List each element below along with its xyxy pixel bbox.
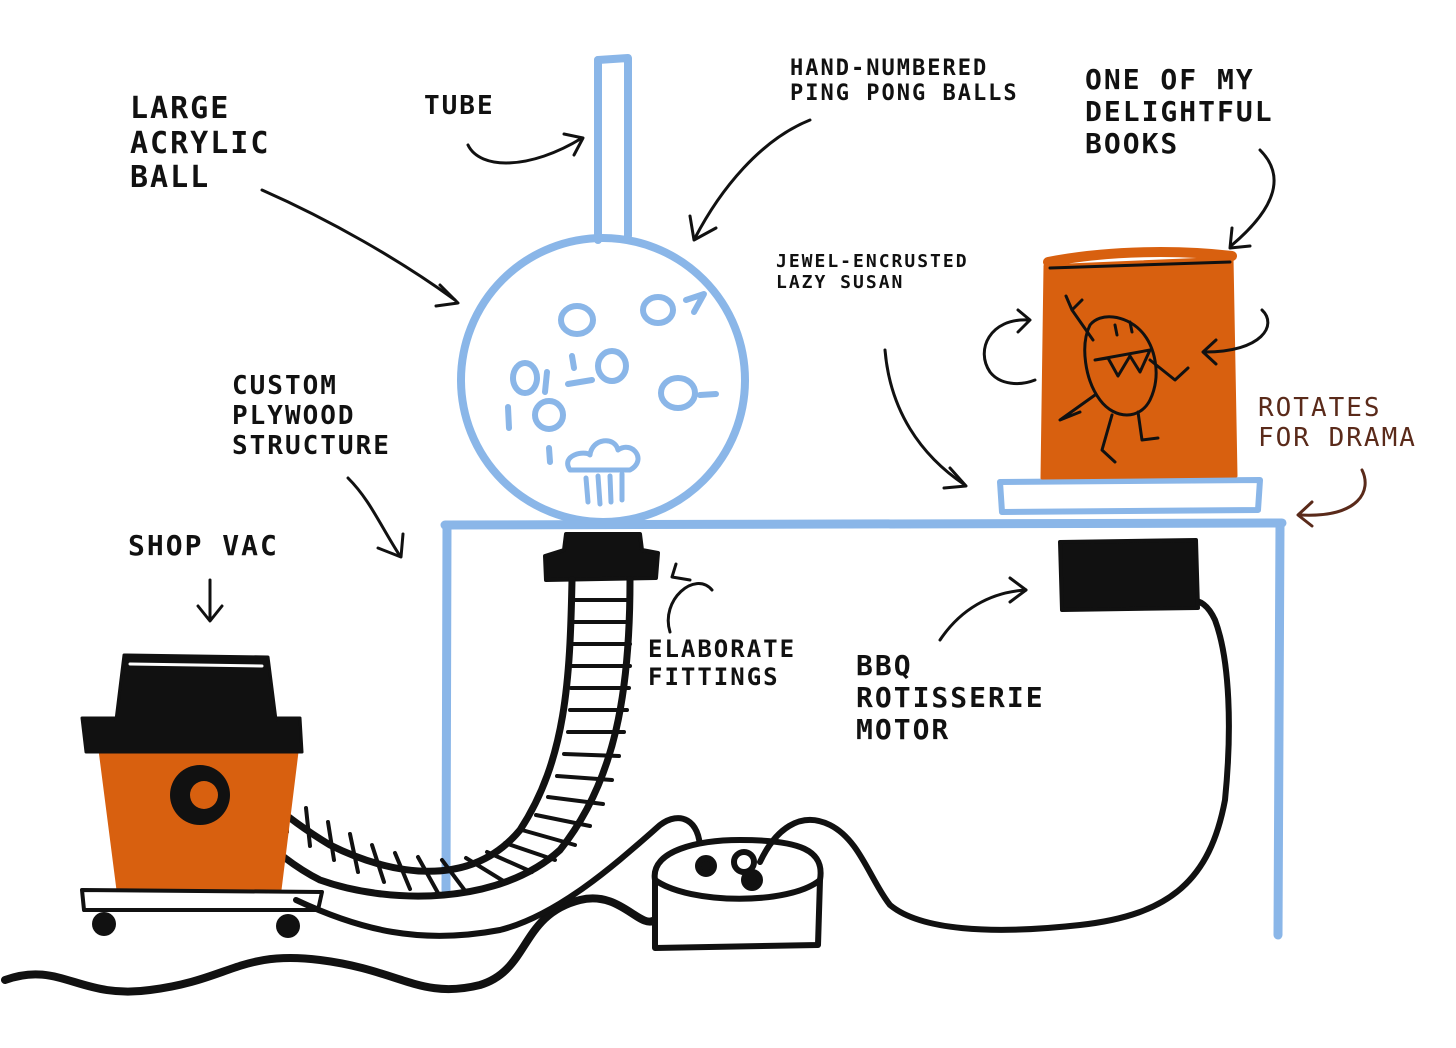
label-elaborate-fittings: ELABORATE FITTINGS <box>648 635 797 691</box>
label-rotates-for-drama: ROTATES FOR DRAMA <box>1258 393 1417 453</box>
label-plywood-structure: CUSTOM PLYWOOD STRUCTURE <box>232 371 391 461</box>
shop-vac-icon <box>80 653 324 938</box>
label-book: ONE OF MY DELIGHTFUL BOOKS <box>1085 63 1274 161</box>
label-bbq-rotisserie-motor: BBQ ROTISSERIE MOTOR <box>856 649 1045 747</box>
hose-ribs <box>260 598 632 895</box>
label-lazy-susan: JEWEL-ENCRUSTED LAZY SUSAN <box>776 251 969 293</box>
label-ping-pong-balls: HAND-NUMBERED PING PONG BALLS <box>790 56 1019 107</box>
elaborate-fittings-icon <box>543 532 660 582</box>
rotates-arrow <box>1296 468 1367 528</box>
air-burst-icon <box>565 438 641 507</box>
book-icon <box>1040 247 1238 480</box>
switch-box-icon <box>651 597 1232 951</box>
motor-icon <box>1058 538 1200 612</box>
lazy-susan-icon <box>997 477 1263 515</box>
label-shop-vac: SHOP VAC <box>128 529 279 562</box>
cord-from-vac <box>293 815 703 939</box>
ping-pong-balls <box>505 291 719 465</box>
acrylic-ball-icon <box>457 234 749 526</box>
label-tube: TUBE <box>424 91 495 121</box>
annotation-arrows <box>196 118 1276 642</box>
floor-cord <box>1 894 659 996</box>
label-large-acrylic-ball: LARGE ACRYLIC BALL <box>130 91 271 195</box>
tube <box>594 54 632 244</box>
